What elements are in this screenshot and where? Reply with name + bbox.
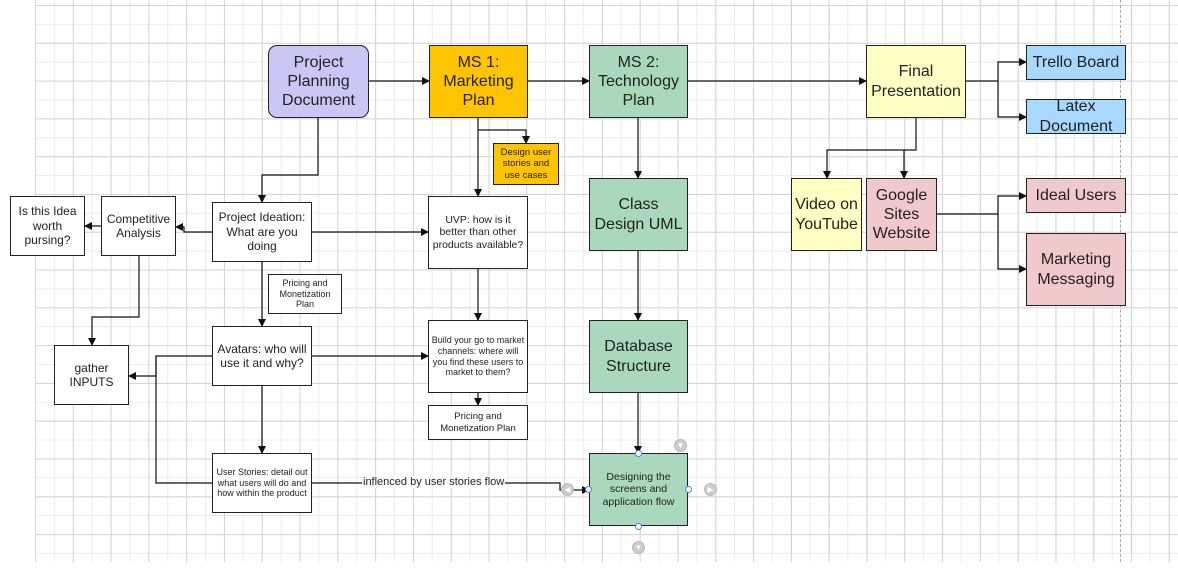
- node-final[interactable]: Final Presentation: [866, 45, 966, 118]
- connector-arrow[interactable]: [88, 256, 140, 346]
- node-gather[interactable]: gather INPUTS: [54, 345, 129, 405]
- node-marketing-messaging[interactable]: Marketing Messaging: [1026, 233, 1126, 306]
- connector-arrow[interactable]: [258, 118, 319, 203]
- node-label: Designing the screens and application fl…: [602, 470, 675, 508]
- node-pricing-1[interactable]: Pricing and Monetization Plan: [268, 274, 342, 314]
- hover-arrow-left-icon[interactable]: ◀: [561, 483, 574, 496]
- node-latex[interactable]: Latex Document: [1026, 98, 1126, 135]
- node-google-sites[interactable]: Google Sites Website: [866, 178, 937, 251]
- node-label: gather INPUTS: [69, 360, 114, 389]
- node-label: UVP: how is it better than other product…: [432, 213, 524, 251]
- node-user-stories[interactable]: User Stories: detail out what users will…: [212, 453, 312, 513]
- connector-arrow[interactable]: [155, 356, 212, 484]
- node-label: Database Structure: [604, 338, 673, 375]
- node-label: Avatars: who will use it and why?: [217, 341, 307, 370]
- node-class-uml[interactable]: Class Design UML: [589, 178, 688, 251]
- connection-handle-top[interactable]: [635, 450, 642, 457]
- node-ms2[interactable]: MS 2: Technology Plan: [589, 45, 688, 118]
- node-ideal-users[interactable]: Ideal Users: [1026, 178, 1126, 213]
- hover-arrow-down-icon[interactable]: ▼: [632, 541, 645, 554]
- node-label: Project Ideation: What are you doing: [218, 210, 306, 254]
- hover-arrow-up-icon[interactable]: ▼: [674, 439, 687, 452]
- node-label: Ideal Users: [1035, 186, 1117, 204]
- node-label: Video on YouTube: [795, 196, 858, 233]
- connector-arrow[interactable]: [128, 355, 212, 380]
- node-worth-pursuing[interactable]: Is this Idea worth pursing?: [10, 196, 85, 256]
- node-label: MS 2: Technology Plan: [598, 53, 679, 110]
- node-label: Is this Idea worth pursing?: [18, 204, 77, 248]
- node-video[interactable]: Video on YouTube: [791, 178, 862, 251]
- node-label: Latex Document: [1039, 98, 1113, 135]
- node-label: Competitive Analysis: [106, 211, 171, 240]
- node-label: MS 1: Marketing Plan: [443, 53, 514, 110]
- node-label: Pricing and Monetization Plan: [279, 277, 331, 310]
- node-ideation[interactable]: Project Ideation: What are you doing: [212, 202, 312, 262]
- node-project-planning[interactable]: Project Planning Document: [268, 45, 369, 118]
- hover-arrow-right-icon[interactable]: ▶: [704, 483, 717, 496]
- node-label: Marketing Messaging: [1037, 251, 1115, 288]
- node-label: Trello Board: [1032, 53, 1120, 71]
- connector-arrow[interactable]: [997, 81, 1027, 121]
- node-label: Project Planning Document: [282, 53, 355, 110]
- node-screens-flow[interactable]: Designing the screens and application fl…: [589, 453, 688, 526]
- node-go-to-market[interactable]: Build your go to market channels: where …: [428, 320, 528, 393]
- connector-arrow[interactable]: [997, 214, 1027, 273]
- node-trello[interactable]: Trello Board: [1026, 45, 1126, 80]
- node-label: Build your go to market channels: where …: [431, 334, 525, 378]
- node-ms1[interactable]: MS 1: Marketing Plan: [429, 45, 528, 118]
- connector-arrow[interactable]: [823, 118, 917, 179]
- connection-handle-bottom[interactable]: [635, 523, 642, 530]
- connection-handle-left[interactable]: [585, 486, 592, 493]
- node-avatars[interactable]: Avatars: who will use it and why?: [212, 326, 312, 386]
- node-design-stories[interactable]: Design user stories and use cases: [493, 143, 559, 185]
- connector-arrow[interactable]: [175, 223, 212, 233]
- node-competitive[interactable]: Competitive Analysis: [101, 196, 176, 256]
- connector-arrow[interactable]: [478, 129, 530, 144]
- node-label: Design user stories and use cases: [500, 146, 552, 181]
- node-label: Final Presentation: [871, 63, 961, 100]
- node-label: Pricing and Monetization Plan: [440, 411, 516, 434]
- connection-handle-right[interactable]: [685, 486, 692, 493]
- node-database[interactable]: Database Structure: [589, 320, 688, 393]
- node-uvp[interactable]: UVP: how is it better than other product…: [428, 196, 528, 269]
- node-label: User Stories: detail out what users will…: [216, 466, 308, 499]
- node-label: Class Design UML: [594, 196, 683, 233]
- node-pricing-2[interactable]: Pricing and Monetization Plan: [428, 405, 528, 440]
- connector-arrow[interactable]: [966, 58, 1027, 82]
- node-label: Google Sites Website: [872, 186, 931, 243]
- edge-label-influenced: inflenced by user stories flow: [362, 476, 506, 488]
- connector-arrow[interactable]: [937, 192, 1027, 215]
